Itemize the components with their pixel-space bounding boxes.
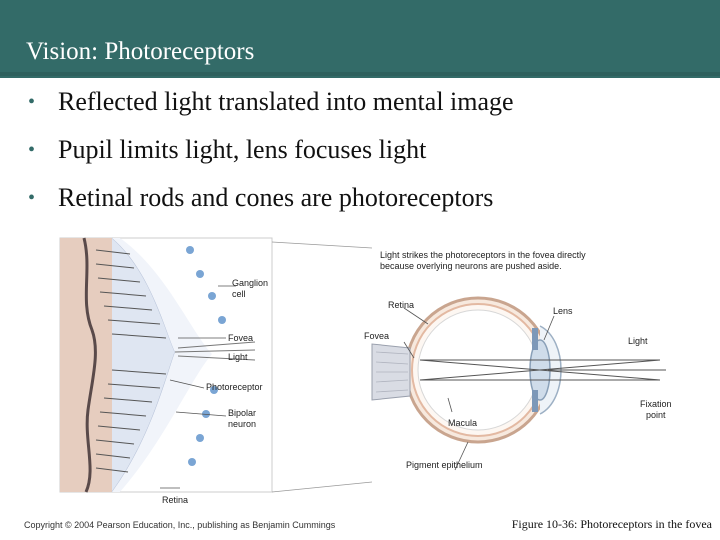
bullet-text: Reflected light translated into mental i… — [58, 87, 514, 116]
bullet-list: • Reflected light translated into mental… — [28, 86, 514, 230]
label-fixation-2: point — [646, 410, 666, 420]
bullet-item: • Retinal rods and cones are photorecept… — [28, 182, 514, 230]
label-ganglion: Ganglion — [232, 278, 268, 288]
bullet-text: Pupil limits light, lens focuses light — [58, 135, 427, 164]
label-photoreceptor: Photoreceptor — [206, 382, 263, 392]
eye-diagram: Light strikes the photoreceptors in the … — [271, 241, 672, 493]
label-fixation: Fixation — [640, 399, 672, 409]
label-retina-left: Retina — [162, 495, 188, 505]
photoreceptor-figure: Ganglion cell Fovea Light Photoreceptor … — [59, 237, 672, 505]
bullet-item: • Reflected light translated into mental… — [28, 86, 514, 134]
label-fovea-right: Fovea — [364, 331, 389, 341]
slide-title: Vision: Photoreceptors — [26, 38, 255, 65]
label-lens: Lens — [553, 306, 573, 316]
label-pigment: Pigment epithelium — [406, 460, 483, 470]
bullet-item: • Pupil limits light, lens focuses light — [28, 134, 514, 182]
retina-cross-section: Ganglion cell Fovea Light Photoreceptor … — [59, 237, 273, 505]
note-line-1: Light strikes the photoreceptors in the … — [380, 250, 586, 260]
label-bipolar: Bipolar — [228, 408, 256, 418]
label-light-right: Light — [628, 336, 648, 346]
label-ganglion-2: cell — [232, 289, 246, 299]
bullet-dot-icon: • — [28, 91, 36, 113]
bullet-dot-icon: • — [28, 139, 36, 161]
label-retina-right: Retina — [388, 300, 414, 310]
label-fovea-left: Fovea — [228, 333, 253, 343]
copyright-text: Copyright © 2004 Pearson Education, Inc.… — [24, 520, 336, 530]
title-bar-divider — [0, 72, 720, 76]
title-bar: Vision: Photoreceptors — [0, 0, 720, 78]
label-light-left: Light — [228, 352, 248, 362]
bullet-dot-icon: • — [28, 187, 36, 209]
bullet-text: Retinal rods and cones are photoreceptor… — [58, 183, 494, 212]
label-bipolar-2: neuron — [228, 419, 256, 429]
figure-caption: Figure 10-36: Photoreceptors in the fove… — [511, 517, 712, 531]
note-line-2: because overlying neurons are pushed asi… — [380, 261, 562, 271]
label-macula: Macula — [448, 418, 477, 428]
